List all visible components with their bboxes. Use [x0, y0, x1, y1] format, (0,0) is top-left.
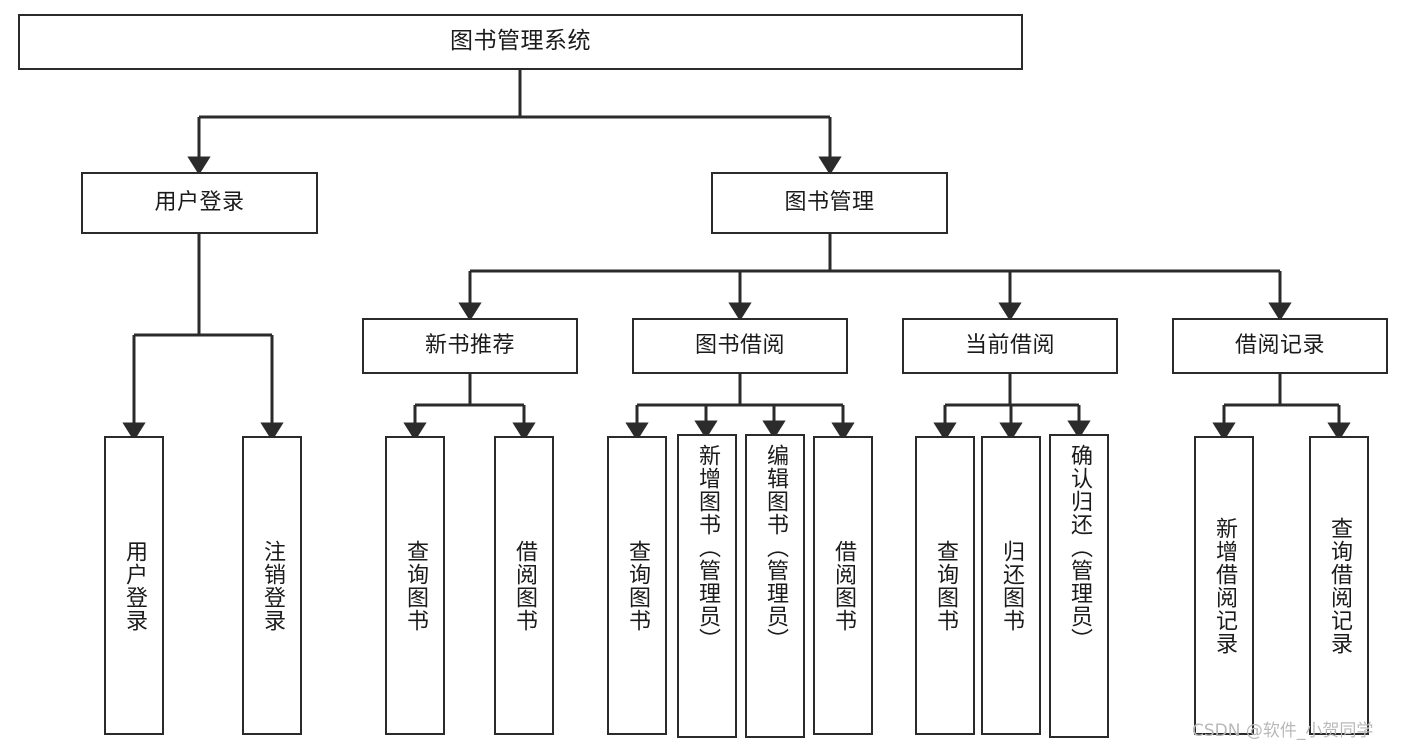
- node-label: 查询借阅记录: [1326, 516, 1352, 655]
- node-label: 新增图书（管理员）: [694, 444, 720, 651]
- node-leaf-query-book-borrow[interactable]: 查询图书: [607, 436, 667, 735]
- node-user-login[interactable]: 用户登录: [81, 172, 318, 234]
- node-current-borrow[interactable]: 当前借阅: [902, 318, 1118, 374]
- node-leaf-add-book-admin[interactable]: 新增图书（管理员）: [677, 434, 737, 738]
- node-label: 借阅记录: [1234, 332, 1325, 358]
- node-leaf-query-borrow-record[interactable]: 查询借阅记录: [1309, 436, 1369, 735]
- node-leaf-confirm-return-admin[interactable]: 确认归还（管理员）: [1049, 434, 1109, 738]
- node-leaf-query-book-current[interactable]: 查询图书: [915, 436, 975, 735]
- node-label: 图书管理系统: [450, 28, 591, 55]
- node-leaf-edit-book-admin[interactable]: 编辑图书（管理员）: [745, 434, 805, 738]
- node-label: 当前借阅: [964, 332, 1055, 358]
- node-label: 借阅图书: [511, 539, 537, 632]
- node-book-borrow[interactable]: 图书借阅: [632, 318, 848, 374]
- node-label: 图书借阅: [694, 332, 785, 358]
- node-label: 用户登录: [154, 189, 245, 215]
- node-label: 注销登录: [259, 539, 285, 632]
- node-label: 新书推荐: [424, 332, 515, 358]
- node-borrow-record[interactable]: 借阅记录: [1172, 318, 1388, 374]
- node-leaf-add-borrow-record[interactable]: 新增借阅记录: [1194, 436, 1254, 735]
- node-new-book-recommend[interactable]: 新书推荐: [362, 318, 578, 374]
- node-leaf-logout-login[interactable]: 注销登录: [242, 436, 302, 735]
- node-leaf-borrow-book-recommend[interactable]: 借阅图书: [494, 436, 554, 735]
- node-label: 编辑图书（管理员）: [762, 444, 788, 651]
- node-label: 用户登录: [121, 539, 147, 632]
- node-book-management[interactable]: 图书管理: [711, 172, 948, 234]
- node-leaf-query-book-recommend[interactable]: 查询图书: [385, 436, 445, 735]
- node-leaf-user-login[interactable]: 用户登录: [104, 436, 164, 735]
- node-label: 新增借阅记录: [1211, 516, 1237, 655]
- node-label: 查询图书: [402, 539, 428, 632]
- node-label: 图书管理: [784, 189, 875, 215]
- node-root-book-management-system[interactable]: 图书管理系统: [18, 14, 1023, 70]
- node-label: 查询图书: [624, 539, 650, 632]
- node-label: 查询图书: [932, 539, 958, 632]
- node-label: 归还图书: [998, 539, 1024, 632]
- node-leaf-return-book[interactable]: 归还图书: [981, 436, 1041, 735]
- csdn-watermark: CSDN @软件_小贺同学: [1192, 721, 1374, 741]
- node-leaf-borrow-book-borrow[interactable]: 借阅图书: [813, 436, 873, 735]
- node-label: 确认归还（管理员）: [1066, 444, 1092, 651]
- node-label: 借阅图书: [830, 539, 856, 632]
